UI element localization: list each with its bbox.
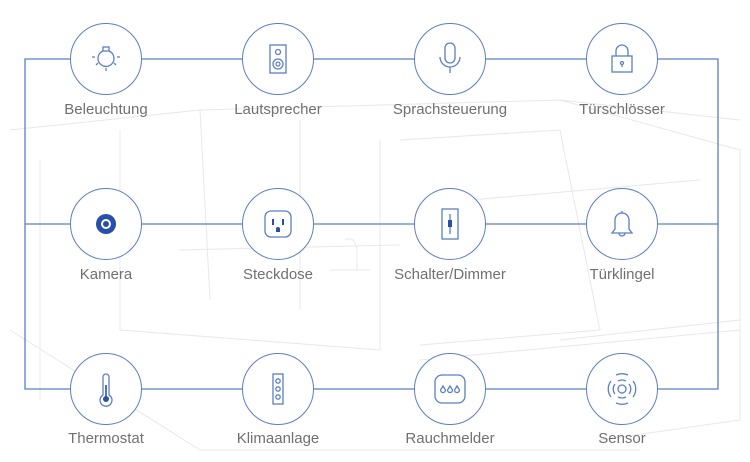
sensor-icon: [607, 373, 637, 405]
device-beleuchtung[interactable]: [70, 23, 142, 95]
device-schalter-dimmer[interactable]: [414, 188, 486, 260]
device-label: Türklingel: [589, 266, 655, 283]
microphone-icon: [439, 42, 461, 73]
device-klimaanlage[interactable]: [242, 353, 314, 425]
device-kamera[interactable]: [70, 188, 142, 260]
device-label: Sensor: [598, 430, 646, 447]
device-rauchmelder[interactable]: [414, 353, 486, 425]
outlet-icon: [264, 210, 292, 238]
device-sensor[interactable]: [586, 353, 658, 425]
device-tuerklingel[interactable]: [586, 188, 658, 260]
device-label: Kamera: [79, 266, 133, 283]
camera-icon: [96, 214, 116, 234]
device-label: Rauchmelder: [405, 430, 495, 447]
lock-icon: [611, 44, 633, 73]
device-tuerschloesser[interactable]: [586, 23, 658, 95]
device-sprachsteuerung[interactable]: [414, 23, 486, 95]
device-label: Schalter/Dimmer: [394, 266, 506, 283]
device-label: Steckdose: [242, 266, 314, 283]
device-label: Lautsprecher: [234, 101, 322, 118]
speaker-icon: [269, 44, 287, 74]
doorbell-icon: [610, 211, 634, 237]
device-lautsprecher[interactable]: [242, 23, 314, 95]
device-label: Thermostat: [68, 430, 144, 447]
smoke-detector-icon: [434, 374, 466, 404]
device-label: Klimaanlage: [236, 430, 320, 447]
device-thermostat[interactable]: [70, 353, 142, 425]
device-steckdose[interactable]: [242, 188, 314, 260]
device-label: Sprachsteuerung: [392, 101, 508, 118]
device-label: Beleuchtung: [64, 101, 148, 118]
device-label: Türschlösser: [579, 101, 665, 118]
lightbulb-icon: [92, 46, 120, 71]
air-conditioner-icon: [272, 373, 284, 405]
thermometer-icon: [99, 373, 113, 407]
dimmer-switch-icon: [441, 208, 459, 240]
